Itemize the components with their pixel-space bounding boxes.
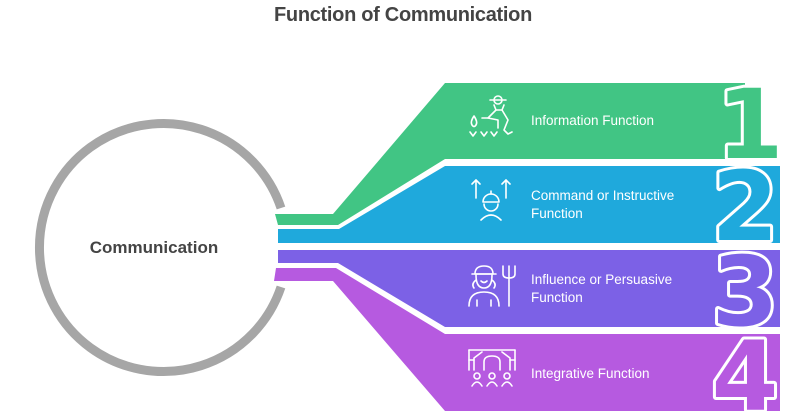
function-item-2: Command or Instructive Function 2: [278, 148, 781, 266]
band-1: [275, 83, 745, 225]
band-2: [278, 166, 780, 243]
function-item-4: Integrative Function 4: [274, 268, 781, 419]
item-label-2-line-1: Command or Instructive: [531, 188, 674, 203]
item-label-2-line-2: Function: [531, 206, 583, 221]
item-number-2: 2: [712, 151, 779, 263]
item-label-3-line-1: Influence or Persuasive: [531, 272, 672, 287]
item-number-4: 4: [712, 321, 779, 419]
band-4: [274, 268, 780, 411]
item-number-1: 1: [717, 69, 784, 181]
diagram-title: Function of Communication: [273, 4, 533, 26]
community-gathering-icon: [468, 349, 516, 387]
item-number-3: 3: [712, 236, 779, 348]
function-item-3: Influence or Persuasive Function 3: [278, 233, 781, 351]
item-label-1: Information Function: [531, 113, 654, 128]
function-item-1: Information Function 1: [275, 66, 786, 225]
hub-ring: [34, 119, 286, 376]
farmer-pitchfork-icon: [468, 265, 516, 307]
item-label-4: Integrative Function: [531, 366, 650, 381]
item-label-3-line-2: Function: [531, 290, 583, 305]
hub: Communication: [34, 119, 286, 376]
band-3: [278, 250, 780, 327]
hub-label: Communication: [90, 238, 218, 257]
farmer-watering-icon: [469, 95, 513, 137]
worker-arrows-icon: [471, 179, 511, 221]
